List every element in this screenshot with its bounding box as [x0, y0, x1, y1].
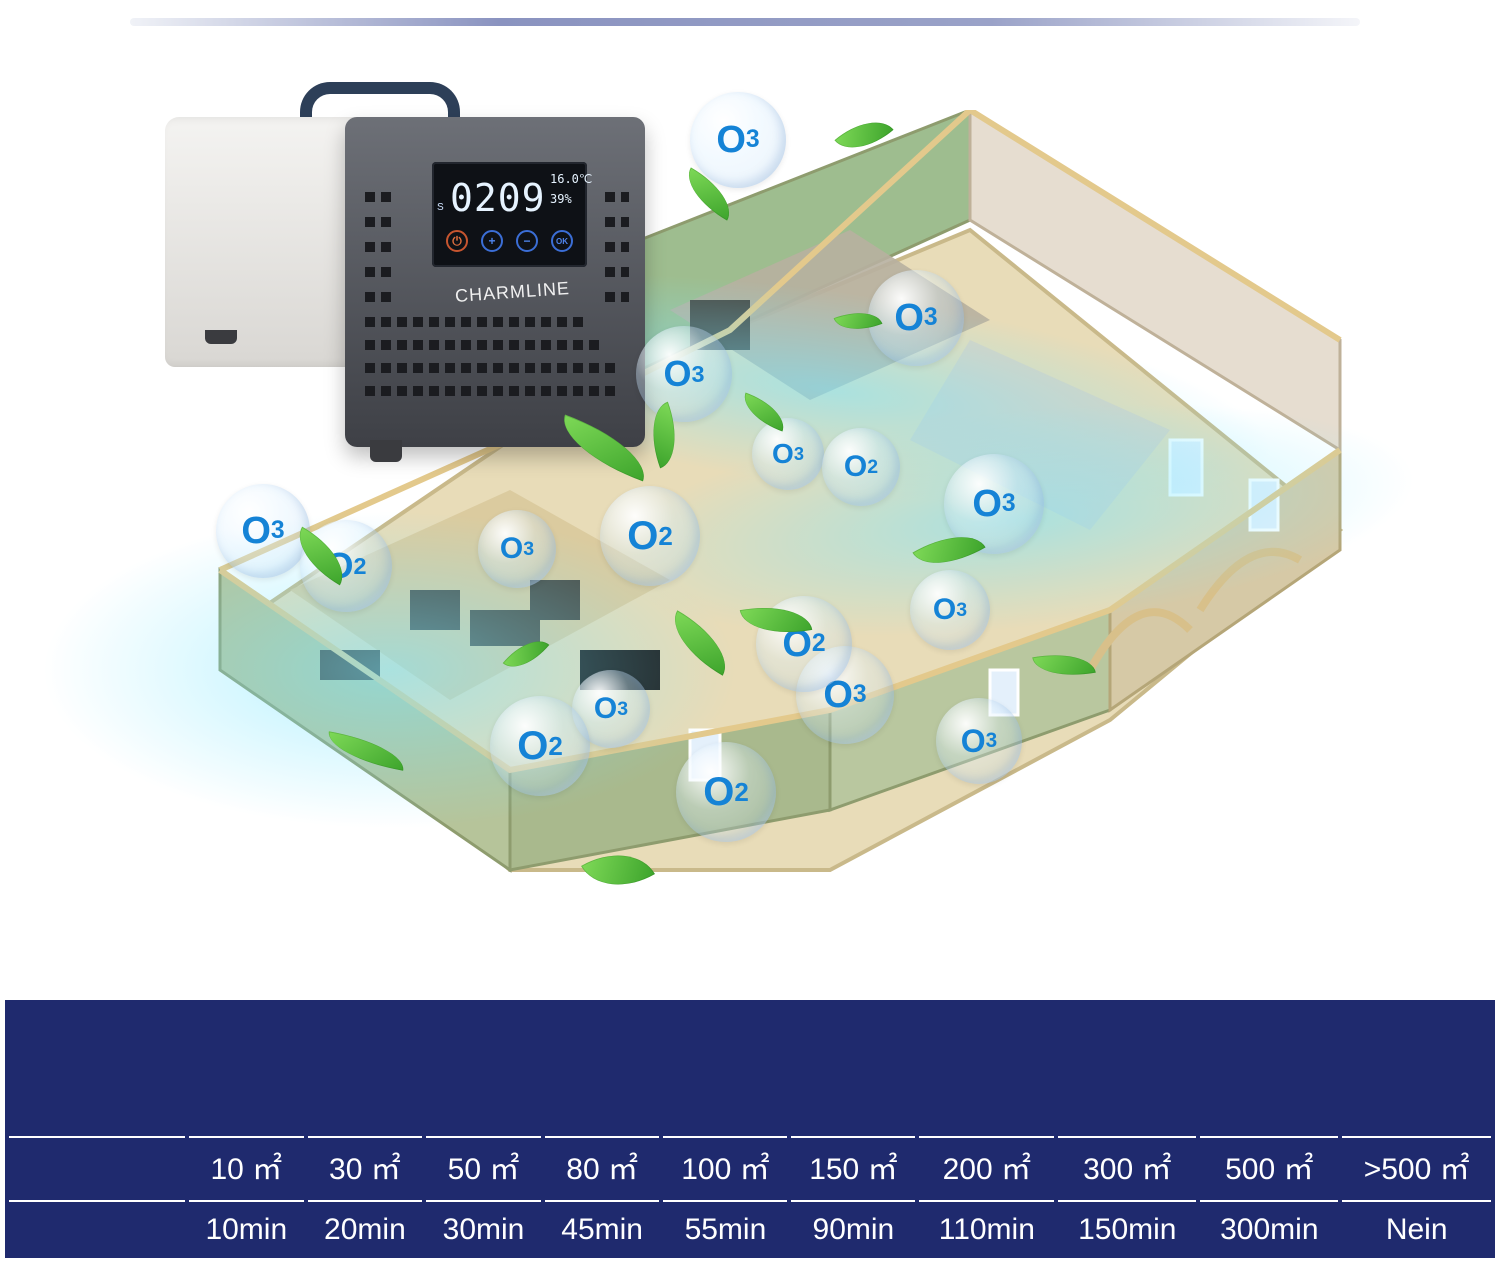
lcd-display: S 0209 16.0℃ 39% ⏻ + − OK — [432, 162, 592, 267]
table-row-duration: 10min 20min 30min 45min 55min 90min 110m… — [9, 1200, 1491, 1258]
area-cell: 300 ㎡ — [1058, 1136, 1197, 1194]
area-cell: >500 ㎡ — [1342, 1136, 1491, 1194]
device-button-row: ⏻ + − OK — [446, 230, 573, 252]
display-prefix: S — [437, 202, 444, 213]
duration-cell: 150min — [1058, 1200, 1197, 1258]
area-cell: 30 ㎡ — [307, 1136, 423, 1194]
vent-grille — [605, 217, 629, 227]
ok-icon: OK — [551, 230, 573, 252]
vent-grille — [605, 242, 629, 252]
table-corner-cell — [9, 1136, 185, 1194]
device-foot — [370, 440, 402, 462]
vent-grille — [605, 192, 629, 202]
minus-icon: − — [516, 230, 538, 252]
display-timer: 0209 — [450, 176, 546, 220]
plus-icon: + — [481, 230, 503, 252]
table-header-band — [5, 1000, 1495, 1128]
duration-cell: 30min — [426, 1200, 541, 1258]
vent-grille — [365, 267, 393, 277]
duration-cell: 90min — [791, 1200, 916, 1258]
area-cell: 200 ㎡ — [919, 1136, 1055, 1194]
vent-grille — [365, 340, 605, 350]
ozone-generator-device: S 0209 16.0℃ 39% ⏻ + − OK CHARMLINE — [165, 82, 645, 462]
area-cell: 500 ㎡ — [1200, 1136, 1339, 1194]
vent-grille — [365, 242, 393, 252]
device-handle — [300, 82, 460, 126]
area-cell: 100 ㎡ — [663, 1136, 788, 1194]
treatment-time-panel: 10 ㎡ 30 ㎡ 50 ㎡ 80 ㎡ 100 ㎡ 150 ㎡ 200 ㎡ 30… — [5, 1000, 1495, 1258]
display-humidity: 39% — [550, 192, 572, 206]
vent-grille — [605, 267, 629, 277]
power-icon: ⏻ — [446, 230, 468, 252]
vent-grille — [365, 192, 393, 202]
display-temperature: 16.0℃ — [550, 172, 593, 186]
area-cell: 50 ㎡ — [426, 1136, 541, 1194]
device-foot — [205, 330, 237, 344]
area-cell: 150 ㎡ — [791, 1136, 916, 1194]
table-row-area: 10 ㎡ 30 ㎡ 50 ㎡ 80 ㎡ 100 ㎡ 150 ㎡ 200 ㎡ 30… — [9, 1136, 1491, 1194]
vent-grille — [605, 292, 629, 302]
duration-cell: 110min — [919, 1200, 1055, 1258]
treatment-time-table: 10 ㎡ 30 ㎡ 50 ㎡ 80 ㎡ 100 ㎡ 150 ㎡ 200 ㎡ 30… — [5, 1130, 1495, 1264]
duration-cell: Nein — [1342, 1200, 1491, 1258]
table-corner-cell — [9, 1200, 185, 1258]
vent-grille — [365, 292, 393, 302]
area-cell: 10 ㎡ — [189, 1136, 304, 1194]
duration-cell: 45min — [544, 1200, 660, 1258]
duration-cell: 10min — [189, 1200, 304, 1258]
vent-grille — [365, 317, 585, 327]
duration-cell: 300min — [1200, 1200, 1339, 1258]
area-cell: 80 ㎡ — [544, 1136, 660, 1194]
duration-cell: 55min — [663, 1200, 788, 1258]
vent-grille — [365, 386, 615, 396]
vent-grille — [365, 217, 393, 227]
device-side-panel — [165, 117, 365, 367]
duration-cell: 20min — [307, 1200, 423, 1258]
top-decorative-bar — [130, 18, 1360, 26]
vent-grille — [365, 363, 615, 373]
